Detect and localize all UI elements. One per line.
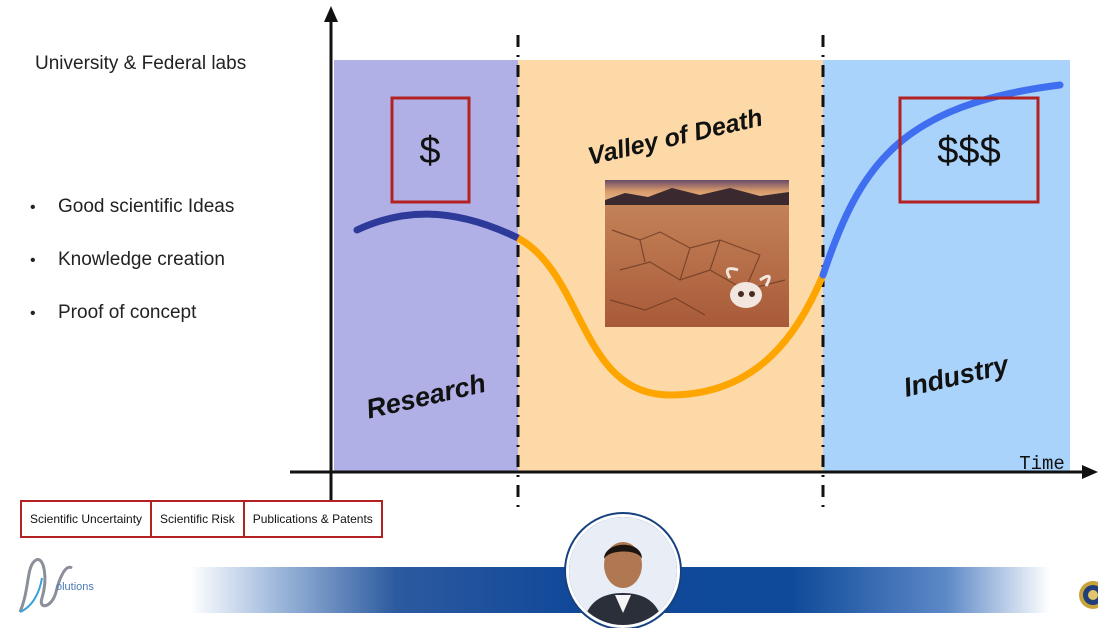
left-money-box [390,96,471,204]
section-heading: University & Federal labs [35,53,247,74]
research-region [334,60,518,472]
left-money-label: $ [419,130,440,172]
logo-text: olutions [56,581,94,593]
cracked-desert-skull-icon [605,180,789,327]
industry-region [823,60,1070,472]
y-axis-arrow [324,6,338,22]
list-item: •Proof of concept [30,302,197,323]
bullet-list: •Good scientific Ideas •Knowledge creati… [30,190,234,349]
table-cell: Scientific Uncertainty [30,512,143,526]
company-logo-icon: olutions [18,558,94,613]
industry-curve [819,81,1064,279]
right-money-label: $$$ [937,130,1000,172]
table-cell: Publications & Patents [242,502,381,536]
valley-curve [516,234,827,399]
list-item: •Good scientific Ideas [30,196,235,217]
list-item: •Knowledge creation [30,249,225,270]
risk-table: Scientific Uncertainty Scientific Risk P… [20,500,383,538]
seal-icon [1079,581,1098,609]
x-axis-label: Time [1019,453,1065,475]
research-curve [353,210,522,242]
presenter-avatar-icon [566,514,680,628]
x-axis-arrow [1082,465,1098,479]
right-money-box [898,96,1040,204]
table-cell: Scientific Risk [150,502,243,536]
